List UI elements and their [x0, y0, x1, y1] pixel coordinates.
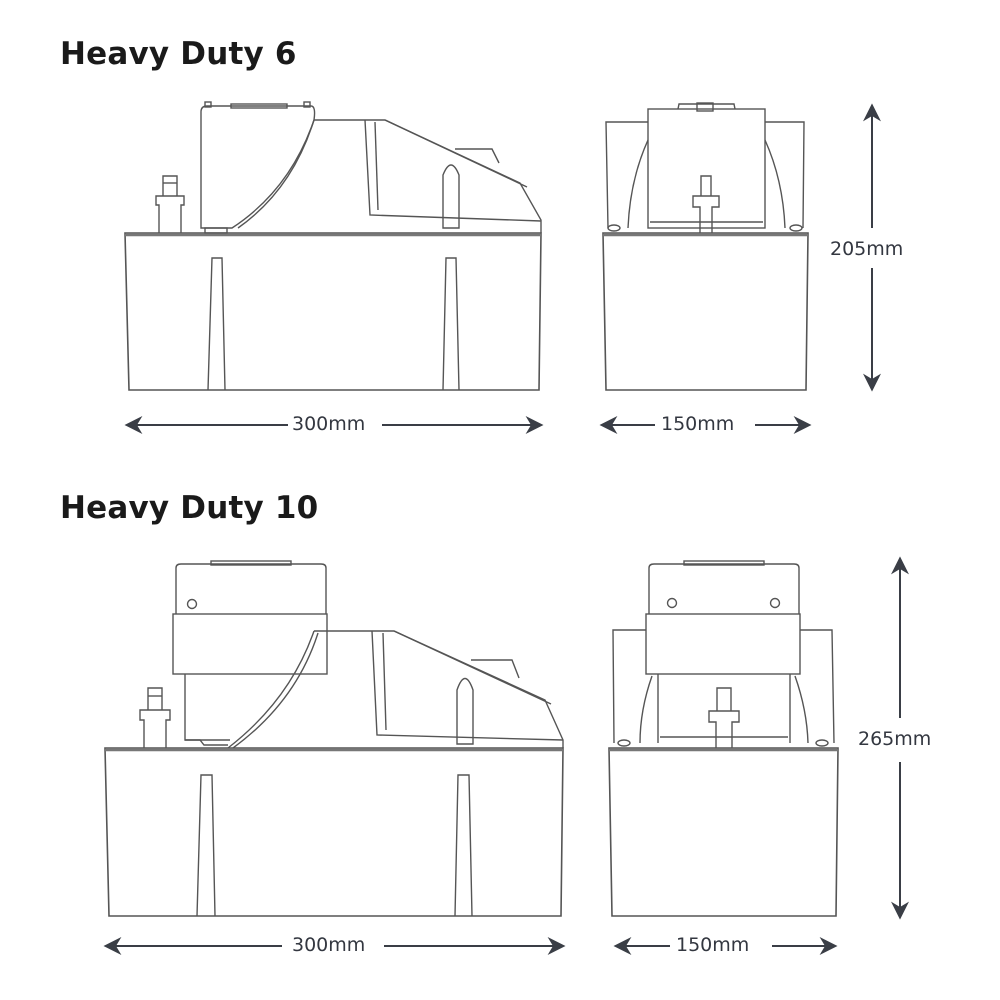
- hd10-height-label: 265mm: [854, 728, 936, 750]
- hd10-width-label: 300mm: [288, 934, 370, 956]
- hd6-dimension-arrows: [124, 103, 881, 434]
- product-title-heavy-duty-6: Heavy Duty 6: [60, 36, 297, 72]
- product-title-heavy-duty-10: Heavy Duty 10: [60, 490, 319, 526]
- hd6-width-label: 300mm: [288, 413, 370, 435]
- hd10-front-view: [608, 560, 839, 917]
- hd6-front-view: [602, 102, 809, 391]
- hd6-height-label: 205mm: [826, 238, 908, 260]
- hd6-depth-label: 150mm: [657, 413, 739, 435]
- hd10-side-view: [104, 560, 564, 917]
- hd6-side-view: [124, 101, 542, 391]
- hd10-dimension-arrows: [103, 556, 909, 955]
- hd10-depth-label: 150mm: [672, 934, 754, 956]
